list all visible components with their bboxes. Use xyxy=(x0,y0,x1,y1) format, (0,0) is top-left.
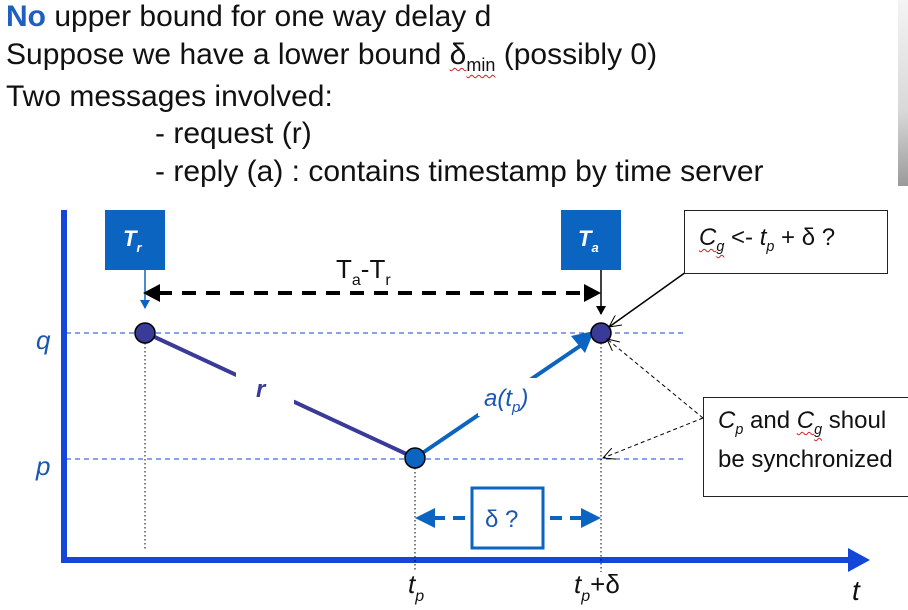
callout-cp-sub: p xyxy=(735,421,744,438)
interval-label: Ta-Tr xyxy=(336,254,391,289)
sub-bullet-reply: - reply (a) : contains timestamp by time… xyxy=(155,155,764,188)
callout-assign: <- xyxy=(724,224,760,251)
tick-tp-delta: tp+δ xyxy=(574,569,620,605)
callout-cg-c: C xyxy=(699,224,717,251)
request-label: r xyxy=(256,376,267,403)
bullet-line-2-pre: Suppose we have a lower bound xyxy=(6,38,450,71)
callout-plus-delta: + δ ? xyxy=(774,224,836,251)
tr-box-label: Tr xyxy=(123,226,142,255)
bullet-line-3: Two messages involved: xyxy=(6,80,333,113)
bullet-line-2-post: (possibly 0) xyxy=(495,38,658,71)
request-label-bg xyxy=(236,372,294,406)
receive-event-dot xyxy=(590,322,612,344)
label-p: p xyxy=(35,451,50,481)
delta-min-symbol: δ xyxy=(449,38,467,71)
interval-right-arrowhead xyxy=(584,284,601,302)
callout-cg2-sub: g xyxy=(814,421,823,438)
bullet-line-1-text: upper bound for one way delay d xyxy=(54,0,492,33)
callout-and: and xyxy=(743,407,797,434)
x-axis-arrowhead xyxy=(848,548,870,572)
server-event-dot xyxy=(404,447,426,469)
ta-box-label: Ta xyxy=(578,226,599,255)
bullet-line-1: No upper bound for one way delay d xyxy=(6,0,491,34)
bullet-line-2: Suppose we have a lower bound δmin (poss… xyxy=(6,38,657,82)
axis-t-label: t xyxy=(852,575,861,606)
callout-cg2-c: C xyxy=(796,407,815,434)
tick-tp: tp xyxy=(408,569,424,605)
callout-should: shoul xyxy=(822,407,887,434)
delta-box xyxy=(470,486,545,550)
tr-box xyxy=(105,210,165,270)
callout-cg-sub: g xyxy=(716,238,725,255)
reply-label: a(tp) xyxy=(484,385,528,416)
reply-label-bg xyxy=(478,378,544,416)
delta-box-label: δ ? xyxy=(485,506,518,533)
bold-no: No xyxy=(6,0,46,33)
ta-box xyxy=(561,210,621,270)
callout-tp-sub: p xyxy=(766,238,775,255)
sub-bullet-request: - request (r) xyxy=(155,117,312,150)
reply-arrowhead xyxy=(571,331,594,353)
delta-left-arrowhead xyxy=(415,508,435,528)
callout-clock-update: Cg <- tp + δ ? xyxy=(684,210,888,274)
send-event-dot xyxy=(134,322,156,344)
callout-right-pointer-p xyxy=(603,417,704,458)
callout-synchronize: Cp and Cg shoul be synchronized xyxy=(703,397,908,497)
delta-right-arrowhead xyxy=(581,508,601,528)
slide-edge-decoration xyxy=(898,0,908,186)
delta-min-subscript: min xyxy=(466,55,496,75)
callout-sync-line-2: be synchronized xyxy=(718,445,893,473)
callout-right-pointer-q xyxy=(607,339,704,419)
callout-top-pointer xyxy=(609,271,687,327)
callout-tp-t: t xyxy=(759,224,767,251)
interval-left-arrowhead xyxy=(143,284,160,302)
callout-sync-line-1: Cp and Cg shoul xyxy=(718,406,908,445)
callout-cp-c: C xyxy=(718,407,736,434)
label-q: q xyxy=(36,325,51,355)
